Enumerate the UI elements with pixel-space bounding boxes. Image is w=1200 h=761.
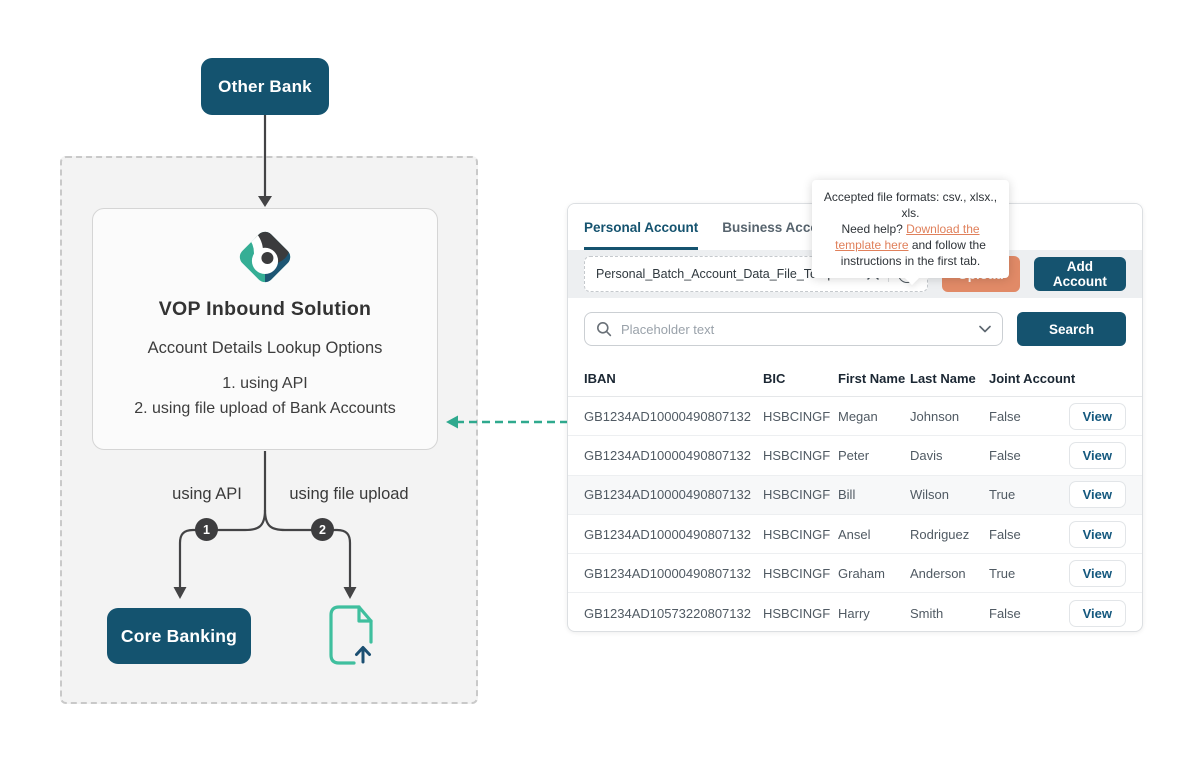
cell-iban: GB1234AD10573220807132 [584,605,751,621]
search-icon [597,322,612,337]
vop-solution-box: VOP Inbound Solution Account Details Loo… [92,208,438,450]
tooltip-formats-text: Accepted file formats: csv., xlsx., xls. [823,190,998,220]
tab-business-account-label: Business Account [722,219,840,235]
other-bank-label: Other Bank [218,76,312,96]
core-banking-node: Core Banking [107,608,251,664]
branch-connectors [173,451,357,599]
tab-personal-account[interactable]: Personal Account [584,204,699,250]
cell-last-name: Smith [910,605,944,621]
cell-first-name: Harry [838,605,870,621]
cell-iban: GB1234AD10000490807132 [584,408,751,424]
table-row: GB1234AD10000490807132 HSBCINGF Megan Jo… [568,397,1142,437]
table-row: GB1234AD10000490807132 HSBCINGF Bill Wil… [568,475,1142,515]
table-header: IBAN BIC First Name Last Name Joint Acco… [568,361,1142,397]
search-select[interactable] [584,312,1003,346]
tab-business-account[interactable]: Business Account [722,204,839,250]
core-banking-label: Core Banking [120,625,238,646]
arrow-other-bank-to-solution [258,115,272,207]
search-input[interactable] [621,321,970,337]
col-last-name: Last Name [910,371,976,386]
other-bank-node: Other Bank [201,58,329,115]
solution-title: VOP Inbound Solution [158,298,372,320]
cell-joint-account: False [989,605,1021,621]
table-row: GB1234AD10000490807132 HSBCINGF Graham A… [568,554,1142,594]
cell-last-name: Wilson [910,487,950,503]
cell-joint-account: False [989,408,1021,424]
table-row: GB1234AD10000490807132 HSBCINGF Peter Da… [568,436,1142,476]
tab-personal-account-label: Personal Account [584,219,699,235]
cell-bic: HSBCINGF [763,605,831,621]
cell-last-name: Rodriguez [910,526,970,542]
branch-number-2-badge: 2 [311,518,334,541]
download-template-link[interactable]: Download the template here [835,222,980,252]
cell-bic: HSBCINGF [763,565,831,581]
branch-label-api: using API [172,485,242,503]
cell-first-name: Bill [838,487,856,503]
cell-bic: HSBCINGF [763,487,831,503]
file-upload-bar: Personal_Batch_Account_Data_File_Templat… [568,250,1142,298]
cell-last-name: Johnson [910,408,960,424]
cell-first-name: Graham [838,565,885,581]
cell-joint-account: True [989,487,1016,503]
upload-help-tooltip: Accepted file formats: csv., xlsx., xls.… [812,180,1009,278]
search-bar: Search [568,298,1142,361]
cell-bic: HSBCINGF [763,526,831,542]
search-button[interactable]: Search [1017,312,1126,346]
view-button[interactable]: View [1068,520,1126,548]
cell-joint-account: False [989,526,1021,542]
tooltip-instructions-text: and follow the instructions in the first… [840,238,986,268]
tooltip-help-text: Need help? [841,222,907,236]
cell-first-name: Ansel [838,526,871,542]
view-button[interactable]: View [1068,481,1126,509]
cell-last-name: Davis [910,447,943,463]
file-name-text: Personal_Batch_Account_Data_File_Templat… [596,267,858,281]
cell-first-name: Peter [838,447,870,463]
add-account-button[interactable]: Add Account [1033,257,1126,291]
chevron-down-icon [979,325,991,333]
branch-label-file-upload: using file upload [289,485,409,503]
cell-iban: GB1234AD10000490807132 [584,487,751,503]
view-button[interactable]: View [1068,402,1126,430]
view-button[interactable]: View [1068,599,1126,627]
account-panel: Personal Account Business Account Person… [567,203,1143,632]
file-upload-icon [329,605,373,665]
cell-iban: GB1234AD10000490807132 [584,565,751,581]
cell-bic: HSBCINGF [763,408,831,424]
lookup-option-2: 2. using file upload of Bank Accounts [134,400,396,417]
cell-bic: HSBCINGF [763,447,831,463]
cell-first-name: Megan [838,408,878,424]
solution-subtitle: Account Details Lookup Options [147,339,383,357]
col-first-name: First Name [838,371,906,386]
arrow-table-to-solution [446,415,568,429]
view-button[interactable]: View [1068,559,1126,587]
vop-logo-icon [233,225,297,289]
cell-iban: GB1234AD10000490807132 [584,447,751,463]
col-iban: IBAN [584,371,616,386]
col-bic: BIC [763,371,786,386]
col-joint-account: Joint Account [989,371,1076,386]
cell-joint-account: True [989,565,1016,581]
cell-iban: GB1234AD10000490807132 [584,526,751,542]
cell-joint-account: False [989,447,1021,463]
branch-number-1-badge: 1 [195,518,218,541]
cell-last-name: Anderson [910,565,966,581]
lookup-option-1: 1. using API [222,375,308,392]
table-row: GB1234AD10000490807132 HSBCINGF Ansel Ro… [568,515,1142,555]
table-row: GB1234AD10573220807132 HSBCINGF Harry Sm… [568,593,1142,631]
view-button[interactable]: View [1068,441,1126,469]
